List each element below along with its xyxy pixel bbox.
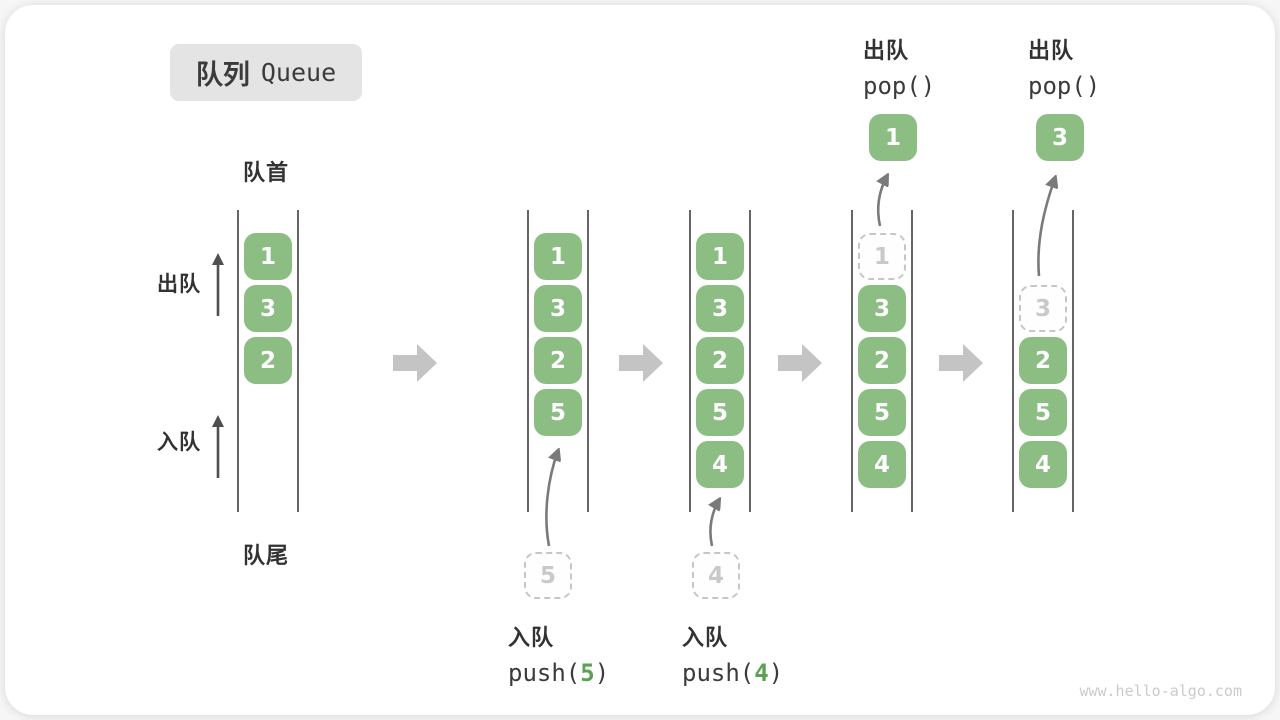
queue-rear-label: 队尾 [243, 543, 290, 568]
queue-cell: 2 [696, 337, 744, 384]
enqueue-pointer-arrow-5 [545, 451, 558, 547]
enqueue-operation-caption: 入队 push(5) [508, 620, 609, 687]
queue-cell: 3 [534, 285, 582, 332]
dequeue-pointer-arrow-3 [1037, 178, 1055, 277]
queue-cell: 5 [1019, 389, 1067, 436]
queue-cell: 2 [244, 337, 292, 384]
dequeue-operation-caption: 出队 pop() [1028, 33, 1100, 100]
incoming-element-cell: 5 [524, 552, 572, 599]
operation-label-zh: 出队 [1028, 38, 1075, 63]
queue-cell: 1 [696, 233, 744, 280]
queue-cell: 3 [858, 285, 906, 332]
queue-cell: 2 [858, 337, 906, 384]
operation-code: push(5) [508, 659, 610, 687]
operation-label-zh: 出队 [863, 38, 910, 63]
watermark: www.hello-algo.com [1079, 682, 1242, 700]
popped-element-cell: 3 [1036, 114, 1084, 161]
queue-wall-lines [237, 210, 1074, 512]
enqueue-operation-caption: 入队 push(4) [682, 620, 783, 687]
state-transition-arrows [393, 344, 983, 382]
queue-cell: 4 [696, 441, 744, 488]
queue-cell: 5 [696, 389, 744, 436]
figure-title: 队列 Queue [170, 44, 362, 101]
figure-title-en: Queue [260, 58, 337, 87]
enqueue-side-label: 入队 [157, 431, 201, 454]
dequeue-pointer-arrow-1 [878, 176, 887, 227]
queue-cell: 4 [1019, 441, 1067, 488]
queue-cell: 1 [244, 233, 292, 280]
incoming-element-cell: 4 [692, 552, 740, 599]
queue-cell: 2 [1019, 337, 1067, 384]
queue-cell: 5 [534, 389, 582, 436]
dequeue-side-label: 出队 [157, 273, 201, 296]
figure-title-zh: 队列 [195, 60, 250, 90]
removed-element-cell: 1 [858, 233, 906, 280]
removed-element-cell: 3 [1019, 285, 1067, 332]
queue-cell: 3 [696, 285, 744, 332]
dequeue-operation-caption: 出队 pop() [863, 33, 935, 100]
operation-code: pop() [863, 72, 936, 100]
operation-code: push(4) [682, 659, 784, 687]
popped-element-cell: 1 [869, 114, 917, 161]
queue-cell: 1 [534, 233, 582, 280]
queue-front-label: 队首 [243, 160, 290, 185]
queue-cell: 4 [858, 441, 906, 488]
queue-cell: 2 [534, 337, 582, 384]
queue-cell: 3 [244, 285, 292, 332]
operation-label-zh: 入队 [508, 625, 555, 650]
queue-cell: 5 [858, 389, 906, 436]
operation-label-zh: 入队 [682, 625, 729, 650]
enqueue-pointer-arrow-4 [710, 500, 719, 547]
operation-code: pop() [1028, 72, 1101, 100]
